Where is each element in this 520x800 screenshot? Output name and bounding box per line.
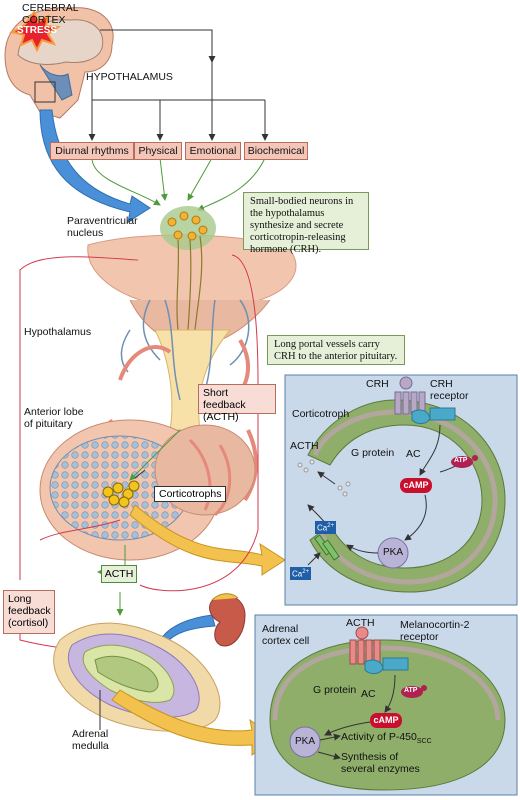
acth-box: ACTH — [101, 565, 137, 583]
crh-receptor-label: CRH receptor — [430, 378, 469, 402]
portal-vessels-callout: Long portal vessels carry CRH to the ant… — [267, 335, 405, 365]
cortico-g-protein-label: G protein — [351, 447, 395, 459]
stress-label: STRESS — [17, 25, 58, 36]
ac-icon — [429, 407, 456, 421]
gold-arrow-adrenal — [111, 689, 276, 756]
input-diurnal-rhythms: Diurnal rhythms — [50, 142, 134, 160]
gold-arrow-corticotroph — [129, 504, 286, 576]
input-physical: Physical — [134, 142, 182, 160]
adrenal-acth-label: ACTH — [346, 617, 375, 629]
cortico-camp-label: cAMP — [403, 480, 429, 490]
adrenal-ac-icon — [382, 657, 409, 671]
hypothalamus-mid-label: Hypothalamus — [24, 326, 92, 338]
calcium-channel-icon — [314, 534, 340, 561]
short-feedback-box: Short feedback (ACTH) — [198, 384, 276, 423]
corticotrophs-label: Corticotrophs — [154, 486, 227, 502]
adrenal-atp-molecule-icon — [401, 685, 427, 698]
long-feedback-box: Long feedback (cortisol) — [3, 590, 55, 634]
corticotroph-cluster — [102, 480, 140, 508]
mc2-receptor-label: Melanocortin-2 receptor — [400, 619, 470, 643]
cortico-atp-label: ATP — [454, 457, 468, 464]
kidney-icon — [209, 593, 246, 647]
cortico-pka-label: PKA — [382, 547, 403, 558]
adrenal-camp-label: cAMP — [373, 715, 399, 725]
adrenal-pka-icon — [289, 726, 321, 758]
adrenal-ac-label: AC — [361, 688, 376, 700]
crh-neurons-callout: Small-bodied neurons in the hypothalamus… — [243, 192, 369, 255]
crh-label: CRH — [366, 378, 389, 390]
enzyme-synthesis-label: Synthesis of several enzymes — [341, 751, 420, 775]
camp-pill — [400, 478, 432, 493]
adrenal-medulla-label: Adrenal medulla — [72, 728, 109, 752]
stress-burst-icon — [9, 9, 61, 53]
cortico-ac-label: AC — [406, 448, 421, 460]
adrenal-cortex-cell-label: Adrenal cortex cell — [262, 623, 310, 647]
p450-activity-label: Activity of P-450SCC — [341, 731, 432, 746]
hypothalamus-top-label: HYPOTHALAMUS — [86, 71, 173, 83]
cortico-acth-label: ACTH — [290, 440, 319, 452]
adrenal-atp-label: ATP — [404, 687, 418, 694]
acth-ligand-icon — [355, 626, 369, 640]
g-protein-icon — [411, 409, 431, 425]
adrenal-g-protein-label: G protein — [313, 684, 357, 696]
cerebral-cortex-label: CEREBRAL CORTEX — [22, 2, 79, 26]
input-emotional: Emotional — [185, 142, 241, 160]
input-biochemical: Biochemical — [244, 142, 308, 160]
acth-granules-icon — [297, 459, 351, 497]
crh-ligand-icon — [399, 376, 413, 390]
calcium-label-upper: Ca2+ — [315, 521, 337, 534]
calcium-label-lower: Ca2+ — [290, 567, 312, 580]
paraventricular-nucleus — [160, 206, 216, 250]
paraventricular-label: Paraventricular nucleus — [67, 215, 138, 239]
corticotroph-cell-label: Corticotroph — [292, 408, 350, 420]
adrenal-camp-pill — [370, 713, 402, 728]
atp-molecule-icon — [451, 455, 478, 468]
anterior-lobe-label: Anterior lobe of pituitary — [24, 406, 84, 430]
blue-curved-arrow — [39, 109, 151, 224]
adrenal-pka-label: PKA — [294, 736, 315, 747]
mc2-receptor-icon — [349, 639, 381, 665]
adrenal-gland — [53, 622, 221, 732]
